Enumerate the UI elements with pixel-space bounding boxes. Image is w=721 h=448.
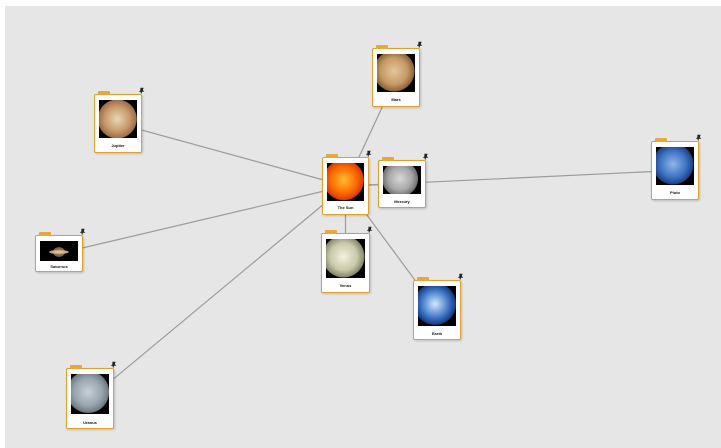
- edge-sun-uranus: [89, 185, 346, 399]
- node-label: Jupiter: [111, 143, 125, 148]
- pin-icon[interactable]: [416, 41, 424, 49]
- pin-icon[interactable]: [138, 87, 146, 95]
- edge-sun-jupiter: [117, 122, 346, 187]
- node-label: Saturnus: [50, 264, 68, 269]
- jupiter-photo: [99, 100, 137, 138]
- node-card-uranus[interactable]: Uranus: [66, 361, 117, 429]
- node-card-sun[interactable]: The Sun: [322, 150, 372, 215]
- sun-photo: [327, 163, 364, 201]
- node-label: Mars: [391, 97, 401, 102]
- node-tab: [376, 45, 388, 49]
- node-tab: [417, 277, 429, 281]
- node-tab: [325, 230, 337, 234]
- pin-icon[interactable]: [457, 273, 465, 281]
- node-tab: [39, 232, 51, 236]
- uranus-photo: [71, 374, 109, 414]
- node-card-earth[interactable]: Earth: [413, 273, 464, 340]
- node-tab: [70, 365, 82, 369]
- node-label: Earth: [431, 331, 443, 336]
- node-card-pluto[interactable]: Pluto: [651, 134, 702, 200]
- pin-icon[interactable]: [695, 134, 703, 142]
- pin-icon[interactable]: [79, 228, 87, 236]
- node-tab: [326, 154, 338, 158]
- diagram-canvas: [5, 6, 721, 448]
- node-label: Mercury: [394, 199, 410, 204]
- saturn-photo: [40, 241, 78, 261]
- node-label: The Sun: [337, 205, 354, 210]
- node-card-mars[interactable]: Mars: [372, 41, 423, 107]
- node-card-saturn[interactable]: Saturnus: [35, 228, 86, 272]
- node-card-venus[interactable]: Venus: [321, 226, 373, 293]
- node-card-mercury[interactable]: Mercury: [378, 153, 429, 208]
- node-card-jupiter[interactable]: Jupiter: [94, 87, 145, 153]
- pin-icon[interactable]: [366, 226, 374, 234]
- node-tab: [382, 157, 394, 161]
- node-tab: [655, 138, 667, 142]
- pin-icon[interactable]: [422, 153, 430, 161]
- node-label: Pluto: [670, 190, 680, 195]
- node-tab: [98, 91, 110, 95]
- edge-sun-saturn: [58, 185, 346, 255]
- pin-icon[interactable]: [365, 150, 373, 158]
- earth-photo: [418, 286, 456, 326]
- venus-photo: [326, 239, 365, 278]
- mars-photo: [377, 54, 415, 92]
- node-label: Uranus: [83, 420, 97, 425]
- mercury-photo: [383, 166, 421, 194]
- pin-icon[interactable]: [110, 361, 118, 369]
- node-label: Venus: [339, 283, 352, 288]
- pluto-photo: [656, 147, 694, 185]
